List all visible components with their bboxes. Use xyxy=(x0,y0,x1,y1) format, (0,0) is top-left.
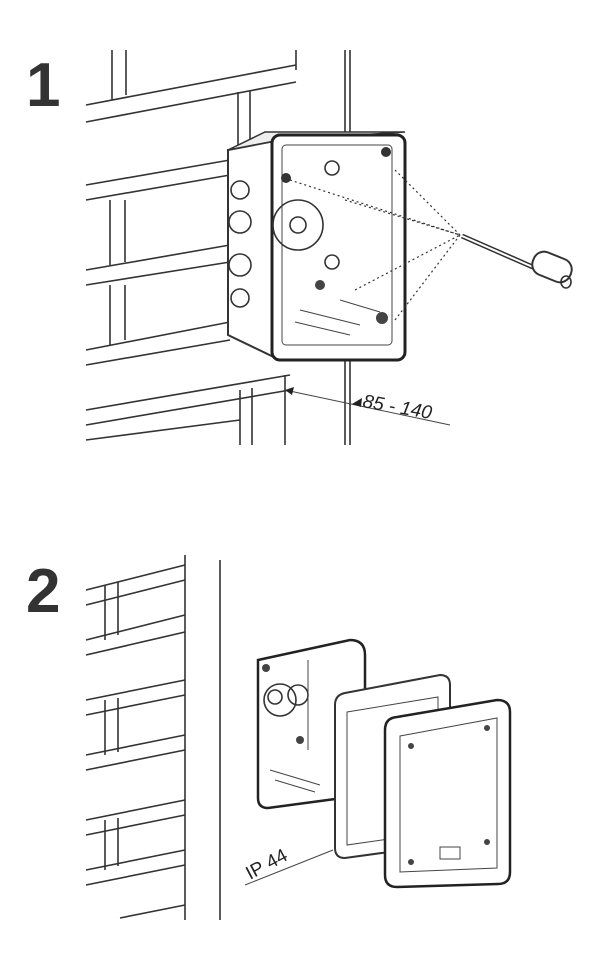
step-2: 2 IP 44 xyxy=(26,555,512,920)
step-1-number: 1 xyxy=(26,51,60,120)
brick-wall-2 xyxy=(85,555,221,920)
brick-wall-1 xyxy=(85,50,351,445)
screwdriver-icon xyxy=(460,233,573,289)
cover-plate xyxy=(383,698,512,889)
junction-box-1 xyxy=(227,131,461,362)
ip-rating-label: IP 44 xyxy=(242,845,291,884)
step-1: 1 xyxy=(26,50,573,445)
step-2-number: 2 xyxy=(26,557,60,626)
ip-rating: IP 44 xyxy=(242,845,334,886)
dimension-label: 85 - 140 xyxy=(361,391,434,424)
dimension-line: 85 - 140 xyxy=(284,387,451,426)
